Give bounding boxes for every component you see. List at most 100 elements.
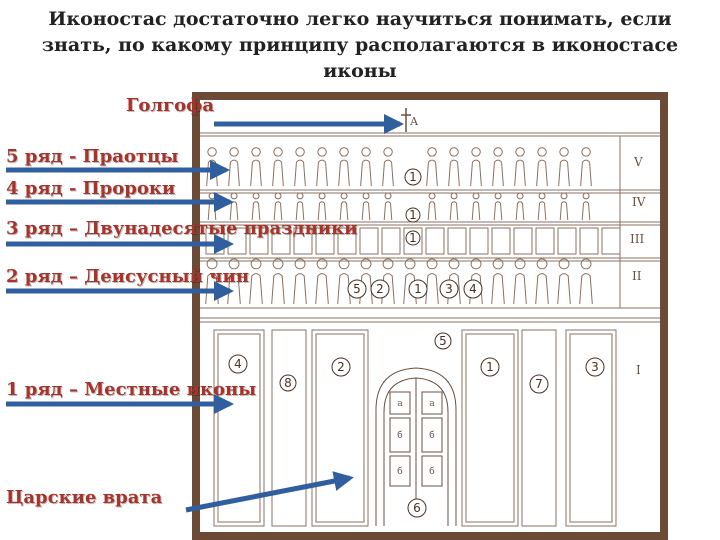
icon-number-7: 7 bbox=[535, 377, 543, 391]
cross-letter: А bbox=[410, 115, 419, 128]
prophet-figure bbox=[427, 192, 437, 221]
door-letter-b-left-2: б bbox=[397, 466, 402, 477]
prophet-figure bbox=[515, 192, 525, 221]
royal-doors bbox=[375, 367, 457, 526]
feast-icon-cell bbox=[491, 227, 511, 255]
feast-icon-cell bbox=[315, 227, 335, 255]
row4-marker: 1 bbox=[409, 208, 417, 222]
deesis-figure bbox=[293, 258, 307, 305]
forefather-figure bbox=[448, 147, 460, 187]
feast-icon-cell bbox=[447, 227, 467, 255]
label-row5: 5 ряд - Праотцы bbox=[6, 146, 179, 167]
forefather-figure bbox=[360, 147, 372, 187]
label-royal-doors: Царские врата bbox=[6, 487, 163, 508]
forefather-figure bbox=[316, 147, 328, 187]
row3-marker: 1 bbox=[409, 231, 417, 245]
roman-i: I bbox=[636, 363, 641, 377]
forefather-figure bbox=[470, 147, 482, 187]
roman-iv: IV bbox=[632, 195, 646, 209]
forefather-figure bbox=[580, 147, 592, 187]
icon-number-8: 8 bbox=[284, 376, 292, 390]
feast-icon-cell bbox=[249, 227, 269, 255]
icon-number-1: 1 bbox=[486, 360, 494, 374]
deesis-figure bbox=[359, 258, 373, 305]
deesis-figure bbox=[513, 258, 527, 305]
deesis-figure bbox=[447, 258, 461, 305]
prophet-figure bbox=[449, 192, 459, 221]
prophet-figure bbox=[251, 192, 261, 221]
deesis-number-3: 3 bbox=[445, 282, 453, 296]
icon-number-5: 5 bbox=[439, 334, 447, 348]
deesis-figure bbox=[271, 258, 285, 305]
feast-icon-cell bbox=[469, 227, 489, 255]
deesis-number-5: 5 bbox=[353, 282, 361, 296]
label-row3: 3 ряд – Двунадесятые праздники bbox=[6, 218, 358, 239]
forefather-figure bbox=[250, 147, 262, 187]
forefather-figure bbox=[492, 147, 504, 187]
icon-number-6: 6 bbox=[413, 501, 421, 515]
prophet-figure bbox=[295, 192, 305, 221]
feast-icon-cell bbox=[535, 227, 555, 255]
forefather-figure bbox=[382, 147, 394, 187]
forefather-figure bbox=[558, 147, 570, 187]
feast-icon-cell bbox=[381, 227, 401, 255]
prophet-figure bbox=[537, 192, 547, 221]
arrow-royal-doors bbox=[185, 471, 354, 513]
feast-icon-cell bbox=[293, 227, 313, 255]
deesis-figure bbox=[491, 258, 505, 305]
label-row4: 4 ряд - Пророки bbox=[6, 178, 176, 199]
roman-ii: II bbox=[632, 269, 642, 283]
deesis-number-1: 1 bbox=[414, 282, 422, 296]
icon-number-2: 2 bbox=[337, 360, 345, 374]
roman-v: V bbox=[633, 155, 643, 169]
forefather-figure bbox=[294, 147, 306, 187]
feast-icon-cell bbox=[271, 227, 291, 255]
feast-icon-cell bbox=[601, 227, 621, 255]
door-letter-a-right: а bbox=[429, 399, 435, 409]
deesis-figure bbox=[315, 258, 329, 305]
deesis-figure bbox=[535, 258, 549, 305]
door-letter-a-left: а bbox=[397, 399, 403, 409]
forefather-figure bbox=[536, 147, 548, 187]
feast-icon-cell bbox=[513, 227, 533, 255]
door-letter-b-right-1: б bbox=[429, 430, 434, 441]
prophet-figure bbox=[339, 192, 349, 221]
prophet-figure bbox=[317, 192, 327, 221]
forefather-figure bbox=[272, 147, 284, 187]
deesis-figure bbox=[469, 258, 483, 305]
roman-iii: III bbox=[630, 232, 644, 246]
prophet-figure bbox=[361, 192, 371, 221]
forefather-figure bbox=[338, 147, 350, 187]
door-letter-b-right-2: б bbox=[429, 466, 434, 477]
deesis-figure bbox=[249, 258, 263, 305]
prophet-figure bbox=[581, 192, 591, 221]
door-letter-b-left-1: б bbox=[397, 430, 402, 441]
prophet-figure bbox=[493, 192, 503, 221]
prophet-figure bbox=[383, 192, 393, 221]
row5-marker: 1 bbox=[409, 170, 417, 184]
prophet-figure bbox=[559, 192, 569, 221]
deesis-number-2: 2 bbox=[376, 282, 384, 296]
label-golgotha: Голгофа bbox=[126, 95, 215, 116]
icon-number-3: 3 bbox=[591, 360, 599, 374]
prophet-figure bbox=[273, 192, 283, 221]
label-row2: 2 ряд – Деисусный чин bbox=[6, 266, 249, 287]
feast-icon-cell bbox=[425, 227, 445, 255]
prophet-figure bbox=[471, 192, 481, 221]
deesis-number-4: 4 bbox=[469, 282, 477, 296]
deesis-figure bbox=[425, 258, 439, 305]
forefather-figure bbox=[228, 147, 240, 187]
deesis-figure bbox=[557, 258, 571, 305]
page-title: Иконостас достаточно легко научиться пон… bbox=[41, 8, 679, 82]
forefather-figure bbox=[514, 147, 526, 187]
icon-number-4: 4 bbox=[234, 357, 242, 371]
forefather-figure bbox=[426, 147, 438, 187]
feast-icon-cell bbox=[403, 227, 423, 255]
deesis-figure bbox=[205, 258, 219, 305]
deesis-figure bbox=[227, 258, 241, 305]
deesis-figure bbox=[579, 258, 593, 305]
deesis-figure bbox=[403, 258, 417, 305]
feast-icon-cell bbox=[337, 227, 357, 255]
label-row1: 1 ряд – Местные иконы bbox=[6, 379, 257, 400]
